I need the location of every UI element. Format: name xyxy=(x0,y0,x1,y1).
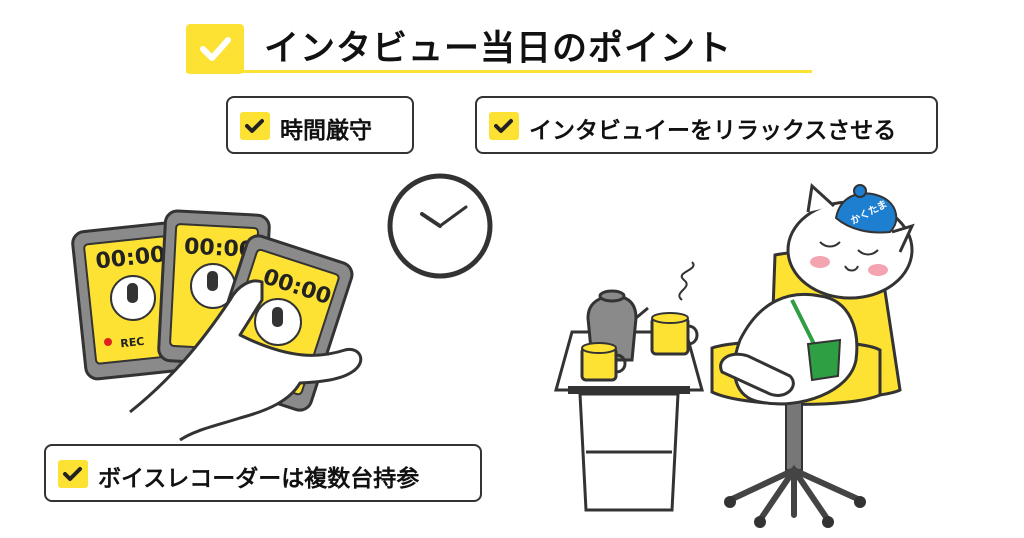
microphone-icon xyxy=(272,307,283,327)
microphone-icon xyxy=(127,283,138,303)
title-underline xyxy=(186,70,812,73)
mug-icon xyxy=(650,312,699,356)
point-label-relax: インタビュイーをリラックスさせる xyxy=(529,118,897,144)
point-tag-punctual: 時間厳守 xyxy=(226,96,414,154)
clock-icon xyxy=(387,173,493,279)
checkmark-icon xyxy=(186,24,244,74)
point-label-punctual: 時間厳守 xyxy=(280,118,372,144)
point-tag-recorder: ボイスレコーダーは複数台持参 xyxy=(44,444,482,502)
checkmark-icon xyxy=(58,460,88,488)
cat-bag xyxy=(806,338,842,382)
steam-icon xyxy=(678,261,695,301)
cat-hat xyxy=(834,192,898,234)
page-header: インタビュー当日のポイント xyxy=(186,14,812,74)
microphone-icon xyxy=(207,271,218,291)
hand xyxy=(129,279,363,442)
point-label-recorder: ボイスレコーダーは複数台持参 xyxy=(98,466,420,492)
phone-1-rec: REC xyxy=(120,335,145,350)
checkmark-icon xyxy=(489,112,519,140)
page-title: インタビュー当日のポイント xyxy=(264,29,733,69)
mug-icon xyxy=(580,342,627,382)
cat-character: かくたま xyxy=(719,183,915,406)
checkmark-icon xyxy=(240,112,270,140)
point-tag-relax: インタビュイーをリラックスさせる xyxy=(475,96,938,154)
